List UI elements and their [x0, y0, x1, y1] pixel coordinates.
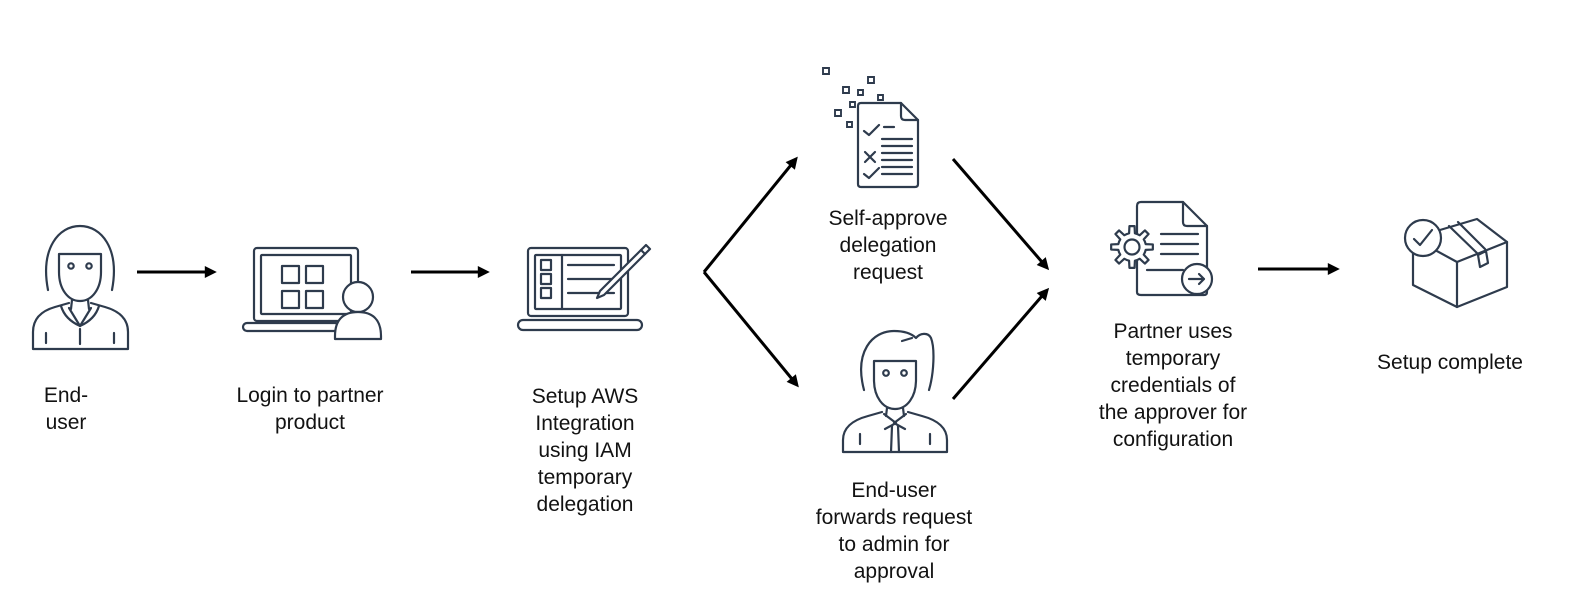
- package-check-icon: [1404, 217, 1508, 312]
- user-icon: [31, 222, 131, 352]
- step-label: Setup complete: [1377, 351, 1523, 374]
- step-label: Setup AWS Integration using IAM temporar…: [531, 385, 639, 516]
- step-label: Partner uses temporary credentials of th…: [1098, 320, 1248, 451]
- step-label: Self-approve delegation request: [828, 207, 948, 284]
- laptop-apps-user-icon: [242, 246, 392, 342]
- document-checklist-pixels-icon: [820, 58, 920, 190]
- step-label: End-user forwards request to admin for a…: [815, 479, 973, 583]
- laptop-checklist-pencil-icon: [515, 240, 657, 336]
- arrow-selfapprove-to-credentials: [951, 158, 1050, 271]
- arrow-setup-to-forward: [702, 271, 799, 388]
- step-label: End- user: [43, 384, 89, 434]
- arrow-forward-to-credentials: [951, 287, 1050, 400]
- admin-user-icon: [840, 328, 950, 454]
- arrow-setup-to-selfapprove: [702, 156, 798, 273]
- document-gear-arrow-icon: [1111, 200, 1215, 299]
- step-label: Login to partner product: [236, 384, 384, 434]
